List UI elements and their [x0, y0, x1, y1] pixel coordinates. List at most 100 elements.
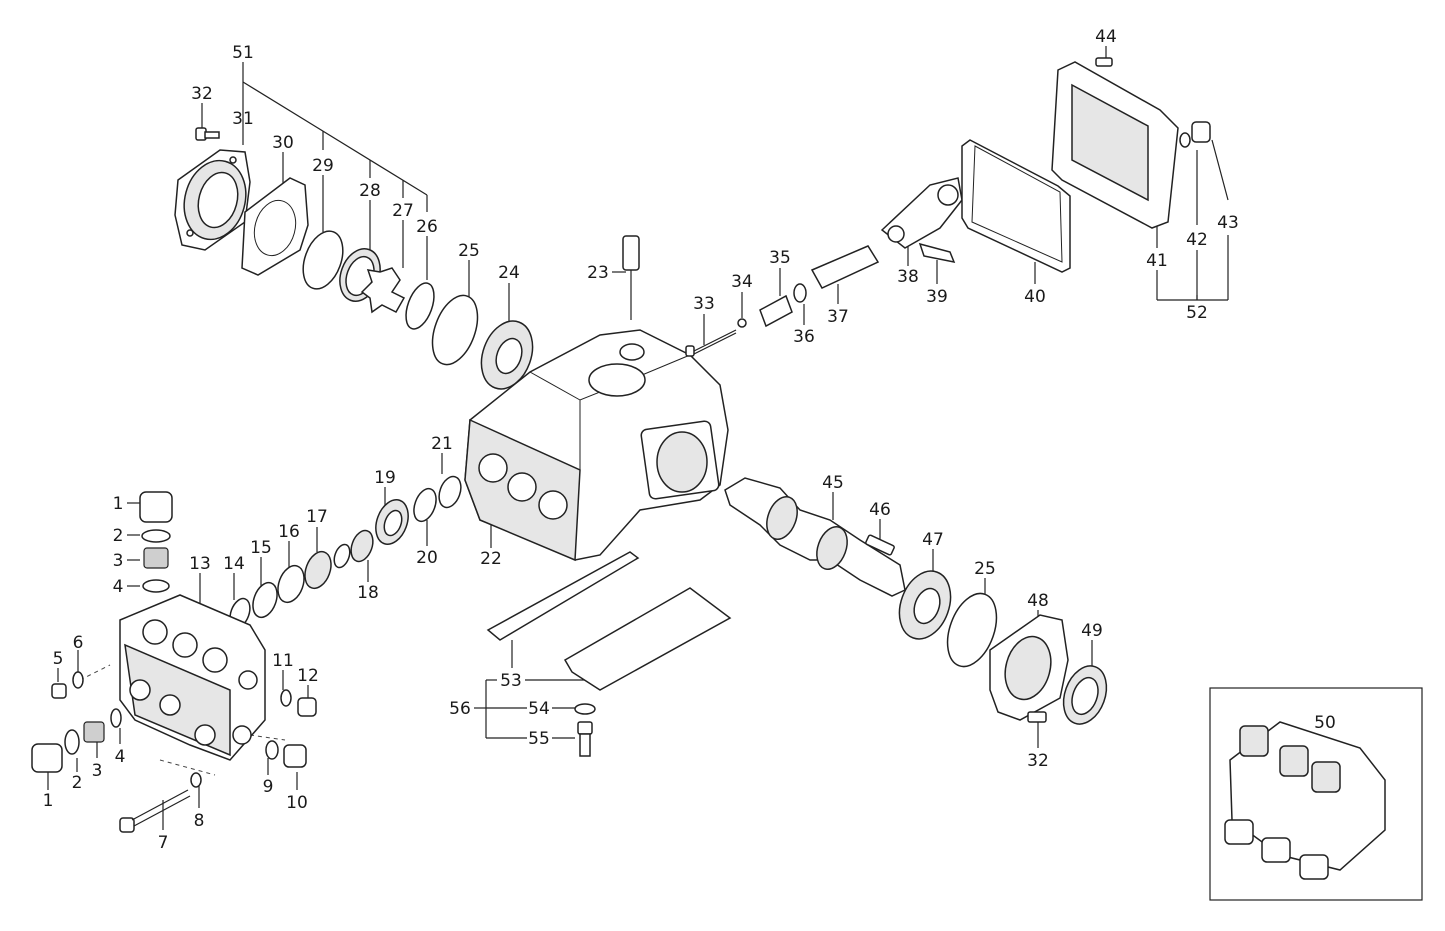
label-15: 15 [250, 538, 272, 558]
label-37: 37 [827, 307, 849, 327]
label-16: 16 [278, 522, 300, 542]
o-ring-6 [72, 671, 84, 689]
ring-18b [333, 543, 351, 569]
valve-3b [83, 721, 105, 743]
rear-cover [1051, 57, 1179, 229]
star-washer-27 [360, 267, 406, 314]
label-30: 30 [272, 133, 294, 153]
o-ring-25-top [431, 294, 479, 366]
o-ring-9 [265, 740, 279, 760]
label-31: 31 [232, 109, 254, 129]
label-12: 12 [297, 666, 319, 686]
label-2-bottom: 2 [72, 773, 83, 793]
manifold-assembly-50 [1224, 721, 1386, 880]
bearing-24-inner [495, 337, 523, 375]
label-34: 34 [731, 272, 753, 292]
label-3-bottom: 3 [92, 761, 103, 781]
label-4-bottom: 4 [115, 747, 126, 767]
manifold-13 [119, 594, 266, 761]
o-ring-20 [413, 487, 437, 523]
plug-10 [283, 744, 307, 768]
valve-3a [143, 547, 169, 569]
label-56: 56 [449, 699, 471, 719]
bolt-7 [119, 789, 191, 833]
label-13: 13 [189, 554, 211, 574]
label-32-bottom: 32 [1027, 751, 1049, 771]
washer-8 [190, 772, 202, 788]
seal-15 [252, 581, 278, 619]
label-14: 14 [223, 554, 245, 574]
label-19: 19 [374, 468, 396, 488]
label-1-top: 1 [113, 494, 124, 514]
o-ring-4b [110, 708, 122, 728]
label-24: 24 [498, 263, 520, 283]
washer-54 [574, 703, 596, 715]
o-ring-11 [280, 689, 292, 707]
label-36: 36 [793, 327, 815, 347]
label-26: 26 [416, 217, 438, 237]
label-42: 42 [1186, 230, 1208, 250]
o-ring-2a [141, 529, 171, 543]
seal-21 [438, 475, 462, 509]
label-9: 9 [263, 777, 274, 797]
pin-39 [918, 242, 956, 264]
label-20: 20 [416, 548, 438, 568]
crankshaft-45 [724, 477, 906, 597]
seal-19-inner [383, 509, 403, 537]
o-ring-25-bottom [946, 592, 998, 668]
label-1-bottom: 1 [43, 791, 54, 811]
label-21: 21 [431, 434, 453, 454]
label-51: 51 [232, 43, 254, 63]
parts [31, 57, 1423, 901]
label-44: 44 [1095, 27, 1117, 47]
washer-34 [737, 318, 747, 328]
seal-49-inner [1071, 676, 1099, 716]
label-5: 5 [53, 649, 64, 669]
gasket-hole [253, 199, 297, 257]
label-41: 41 [1146, 251, 1168, 271]
part-labels: 51 32 31 30 29 28 27 26 25 24 23 33 34 3… [43, 27, 1336, 853]
connecting-rod-38 [880, 177, 963, 249]
label-48: 48 [1027, 591, 1049, 611]
label-2-top: 2 [113, 526, 124, 546]
label-52: 52 [1186, 303, 1208, 323]
label-8: 8 [194, 811, 205, 831]
label-22: 22 [480, 549, 502, 569]
label-7: 7 [158, 833, 169, 853]
o-ring-2b [64, 729, 80, 755]
sleeve-35 [759, 294, 793, 328]
label-4-top: 4 [113, 577, 124, 597]
valve-plug-1b [31, 743, 63, 773]
gasket [241, 177, 309, 276]
plug-43 [1191, 121, 1211, 143]
label-40: 40 [1024, 287, 1046, 307]
label-33: 33 [693, 294, 715, 314]
plunger-37 [810, 245, 880, 289]
o-ring-4a [142, 579, 170, 593]
gasket-40 [961, 139, 1071, 273]
label-47: 47 [922, 530, 944, 550]
screw-top [195, 127, 220, 141]
label-35: 35 [769, 248, 791, 268]
label-25-top: 25 [458, 241, 480, 261]
brackets-53 [486, 551, 732, 691]
label-53: 53 [500, 671, 522, 691]
flange-cover-top [174, 149, 251, 251]
seal-17 [304, 550, 332, 590]
dipstick-23 [622, 235, 640, 320]
label-28: 28 [359, 181, 381, 201]
label-11: 11 [272, 651, 294, 671]
valve-plug-1a [139, 491, 173, 523]
label-3-top: 3 [113, 551, 124, 571]
label-6: 6 [73, 633, 84, 653]
label-45: 45 [822, 473, 844, 493]
seal-18a [350, 529, 374, 563]
label-17: 17 [306, 507, 328, 527]
label-50: 50 [1314, 713, 1336, 733]
label-10: 10 [286, 793, 308, 813]
bolt-33 [685, 329, 737, 357]
label-23: 23 [587, 263, 609, 283]
label-54: 54 [528, 699, 550, 719]
label-49: 49 [1081, 621, 1103, 641]
flange-cover-bottom [989, 614, 1069, 721]
